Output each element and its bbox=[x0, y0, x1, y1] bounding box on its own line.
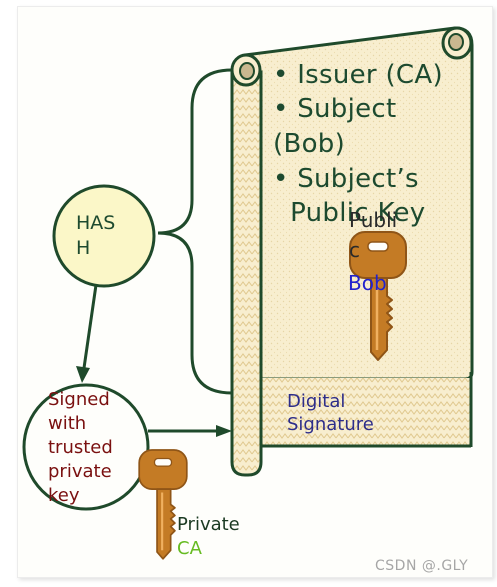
arrow-icon bbox=[76, 284, 98, 383]
signature-arrow-icon bbox=[148, 425, 232, 437]
public-key-owner: Bob bbox=[348, 271, 387, 295]
private-key-label: Private bbox=[177, 514, 240, 535]
bullet-subject: • Subject bbox=[273, 94, 397, 124]
bullet-public-key: Public Key bbox=[273, 198, 426, 228]
signature-label-line2: Signature bbox=[287, 414, 374, 435]
signature-label-line1: Digital bbox=[287, 391, 346, 412]
hash-label-line1: HAS bbox=[76, 212, 116, 234]
public-key-label-line1: Publi bbox=[349, 208, 398, 232]
hash-label-line2: H bbox=[76, 237, 91, 259]
private-key-owner: CA bbox=[177, 538, 202, 559]
signed-circle bbox=[22, 383, 150, 511]
hash-circle bbox=[52, 184, 156, 288]
public-key-label-line2: c bbox=[349, 238, 360, 262]
signed-label-line5: key bbox=[48, 485, 80, 506]
signed-label-line1: Signed bbox=[48, 389, 110, 410]
bullet-subject-name: (Bob) bbox=[273, 129, 346, 159]
bullet-subject-key: • Subject’s bbox=[273, 164, 419, 194]
signed-label-line3: trusted bbox=[48, 437, 113, 458]
signed-label-line4: private bbox=[48, 461, 112, 482]
bullet-issuer: • Issuer (CA) bbox=[273, 60, 443, 90]
signed-label-line2: with bbox=[48, 413, 87, 434]
brace-icon bbox=[157, 68, 234, 395]
scroll-icon bbox=[230, 26, 474, 477]
watermark: CSDN @.GLY bbox=[375, 558, 469, 574]
